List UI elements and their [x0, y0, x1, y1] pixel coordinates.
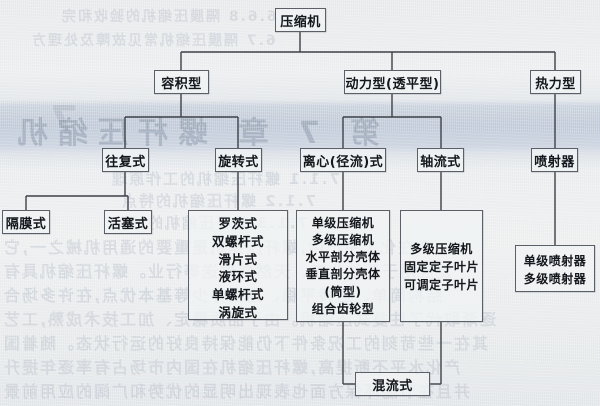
- list-box-axial-types[interactable]: 多级压缩机 固定定子叶片 可调定子叶片: [400, 210, 483, 322]
- list-item: 涡旋式: [218, 304, 258, 320]
- list-item: 多级压缩机: [311, 233, 375, 248]
- list-item: 多级喷射器: [523, 272, 587, 286]
- node-mixed-flow[interactable]: 混流式: [355, 372, 430, 396]
- list-item: 单螺杆式: [211, 287, 264, 302]
- list-item: 组合齿轮型: [311, 301, 375, 316]
- node-piston[interactable]: 活塞式: [104, 210, 152, 234]
- list-item: 单级喷射器: [523, 254, 587, 268]
- list-item: 垂直剖分壳体: [305, 267, 381, 282]
- list-box-centrifugal-types[interactable]: 单级压缩机 多级压缩机 水平剖分壳体 垂直剖分壳体 (筒型) 组合齿轮型: [296, 210, 390, 322]
- list-item: 罗茨式: [218, 216, 258, 231]
- list-item: 水平剖分壳体: [305, 250, 381, 265]
- node-thermal[interactable]: 热力型: [530, 70, 581, 94]
- node-centrifugal-radial[interactable]: 离心(径流)式: [300, 148, 386, 172]
- list-item: 可调定子叶片: [403, 277, 479, 292]
- list-item: 双螺杆式: [211, 233, 264, 249]
- list-box-rotary-types[interactable]: 罗茨式 双螺杆式 滑片式 液环式 单螺杆式 涡旋式: [188, 210, 288, 320]
- node-ejector[interactable]: 喷射器: [531, 148, 578, 172]
- node-axial-flow[interactable]: 轴流式: [417, 148, 464, 172]
- node-rotary[interactable]: 旋转式: [215, 148, 262, 172]
- list-item: 单级压缩机: [311, 216, 375, 230]
- list-item: 固定定子叶片: [403, 259, 479, 274]
- node-diaphragm[interactable]: 隔膜式: [2, 210, 50, 234]
- node-positive-displacement[interactable]: 容积型: [154, 70, 209, 94]
- node-dynamic-turbo[interactable]: 动力型(透平型): [344, 70, 441, 94]
- list-item: (筒型): [324, 284, 362, 299]
- list-item: 滑片式: [218, 251, 258, 267]
- list-item: 液环式: [218, 269, 258, 285]
- list-box-ejector-types[interactable]: 单级喷射器 多级喷射器: [515, 245, 595, 292]
- list-item: 多级压缩机: [410, 242, 473, 256]
- node-root-compressor[interactable]: 压缩机: [275, 8, 326, 32]
- node-reciprocating[interactable]: 往复式: [102, 148, 149, 172]
